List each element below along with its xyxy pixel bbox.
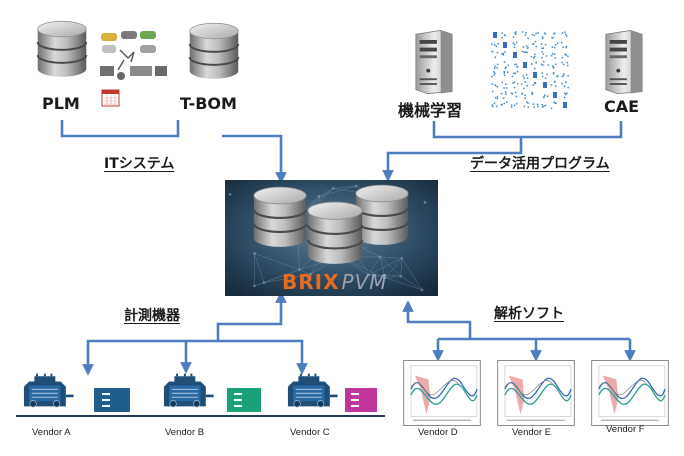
vendor-f-waveform-chart-icon (591, 360, 669, 426)
vendor-d-waveform-chart-icon (403, 360, 481, 426)
plm-label: PLM (42, 94, 80, 113)
hub-database-icon-center (306, 200, 364, 266)
vendor-b-equipment (162, 372, 261, 412)
plm-database-icon (36, 20, 88, 78)
analysis-software-label: 解析ソフト (494, 306, 564, 322)
vendor-c-box (345, 388, 377, 412)
vendor-f-label: Vendor F (606, 424, 645, 435)
vendor-b-label: Vendor B (165, 427, 205, 438)
scatter-matrix-icon (490, 30, 570, 110)
vendor-d-label: Vendor D (418, 427, 458, 438)
vendor-e-label: Vendor E (512, 427, 552, 438)
vendor-a-box (94, 388, 130, 412)
vendor-b-box (227, 388, 261, 412)
ml-label: 機械学習 (398, 101, 463, 120)
brix-pvm-hub (225, 180, 438, 296)
vendor-a-equipment (22, 372, 130, 412)
pvm-product: PVM (341, 270, 388, 294)
vendor-c-label: Vendor C (290, 427, 330, 438)
measuring-label: 計測機器 (124, 308, 180, 324)
cae-label: CAE (604, 97, 640, 116)
data-program-label: データ活用プログラム (470, 156, 610, 172)
vendor-e-waveform-chart-icon (497, 360, 575, 426)
car-parts-icon (100, 31, 167, 80)
calendar-icon (101, 89, 120, 107)
engine-icon (286, 372, 339, 409)
vendor-a-label: Vendor A (32, 427, 71, 438)
hub-database-icon-left (252, 186, 308, 248)
engine-icon (162, 372, 215, 409)
hub-database-icon-right (354, 184, 410, 246)
engine-icon (22, 372, 75, 409)
brix-brand: BRIX (282, 270, 340, 294)
connector-lines (60, 120, 636, 376)
cae-server-icon (605, 29, 643, 95)
vendor-c-equipment (286, 372, 377, 412)
tbom-database-icon (188, 22, 240, 80)
it-system-label: ITシステム (104, 156, 175, 172)
ml-server-icon (415, 29, 453, 95)
tbom-label: T-BOM (180, 94, 237, 113)
